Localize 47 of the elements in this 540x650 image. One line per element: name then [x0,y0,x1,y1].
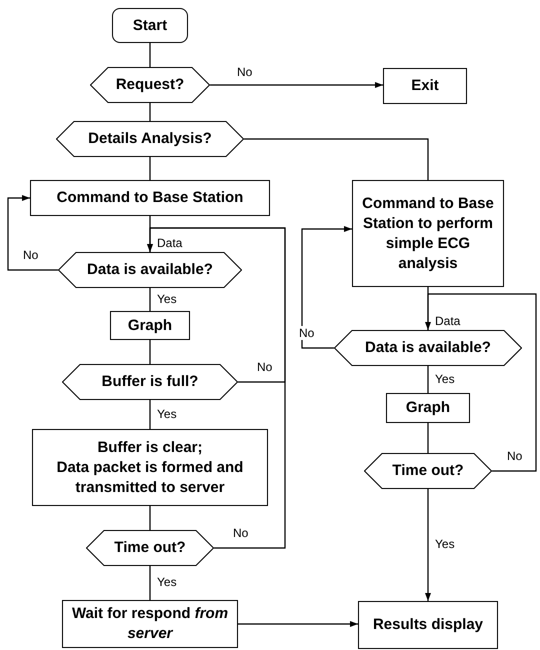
decision-hexagon: Data is available? [334,330,522,366]
edge-label: Yes [434,537,456,551]
decision-hexagon: Buffer is full? [62,364,238,400]
connector-line [149,400,151,429]
connector-line [149,103,151,121]
process-box: Wait for respond from server [62,600,238,648]
decision-hexagon: Request? [90,67,210,103]
process-box: Command to Base Station [30,180,270,216]
edge-label: No [506,449,524,463]
process-box: Exit [383,68,467,104]
edge-label: No [256,360,274,374]
edge-label: Yes [156,292,178,306]
connector-line [244,138,429,180]
arrow [210,82,383,88]
arrow [7,195,58,271]
decision-hexagon: Time out? [364,453,492,489]
edge-label: No [232,526,250,540]
edge-label: Yes [156,406,178,420]
arrow [425,293,537,472]
terminal-box: Start [112,8,188,43]
edge-label: Yes [434,372,456,386]
edge-label: No [298,326,316,340]
process-box: Graph [386,393,470,423]
connector-line [149,43,151,67]
arrow [301,226,352,349]
arrow [238,621,358,627]
decision-hexagon: Details Analysis? [56,121,244,157]
connector-line [149,340,151,364]
connector-line [149,566,151,600]
edge-label: Data [434,314,462,328]
connector-line [427,366,429,393]
edge-label: No [236,65,254,79]
arrow [147,227,286,549]
connector-line [427,423,429,453]
edge-label: Yes [156,575,178,589]
connector-line [149,157,151,180]
decision-hexagon: Time out? [86,530,214,566]
edge-label: Data [156,236,184,250]
process-box: Command to Base Station to perform simple ECG analysis [352,180,504,287]
connector-line [149,288,151,311]
connector-line [149,506,151,530]
process-box: Graph [110,311,190,340]
process-box: Buffer is clear; Data packet is formed and transmitted to server [32,429,268,506]
decision-hexagon: Data is available? [58,252,242,288]
arrow [425,489,431,601]
edge-label: No [22,248,40,262]
process-box: Results display [358,601,498,649]
